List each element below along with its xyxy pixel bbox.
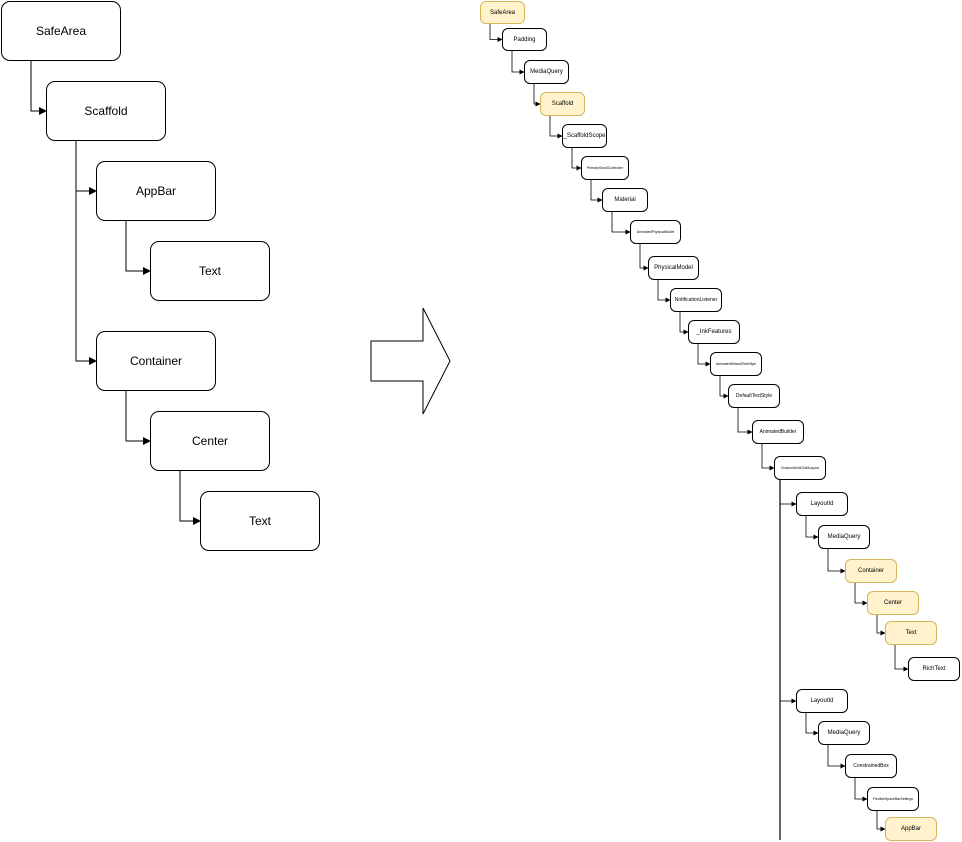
detail-node-inkfeatures: _InkFeatures (688, 320, 740, 344)
detail-node-primaryscrollcontroller: PrimaryScrollController (581, 156, 629, 180)
detail-edge-flexiblespacebarsettings-appbar (876, 811, 886, 832)
detail-node-safearea: SafeArea (480, 1, 525, 24)
detail-edge-mediaquery-body-container (827, 549, 846, 574)
node-scaffold: Scaffold (46, 81, 166, 141)
detail-node-appbar: AppBar (885, 817, 937, 841)
detail-edge-container-center (854, 583, 868, 606)
detail-node-center: Center (867, 591, 919, 615)
detail-edge-mediaquery-scaffold (533, 84, 541, 107)
detail-node-material: Material (602, 188, 648, 212)
detail-edge-padding-mediaquery (511, 51, 525, 75)
detail-edge-mediaquery-appbar-constrainedbox (827, 745, 846, 769)
detail-edge-notificationlistener-inkfeatures (679, 312, 689, 335)
detail-node-custommultichildlayout: CustomMultiChildLayout (774, 456, 826, 480)
detail-edge-layoutid-body-mediaquery-body (805, 516, 819, 540)
detail-edge-layoutid-appbar-mediaquery-appbar (805, 713, 819, 736)
detail-edge-center-text (876, 615, 886, 636)
node-safearea: SafeArea (1, 1, 121, 61)
edge-container-center (125, 391, 151, 445)
detail-node-layoutid-appbar: LayoutId (796, 689, 848, 713)
detail-node-scaffoldscope: _ScaffoldScope (562, 124, 607, 148)
detail-node-physicalmodel: PhysicalModel (648, 256, 699, 280)
detail-node-animatedphysicalmodel: AnimatedPhysicalModel (630, 220, 681, 244)
edge-scaffold-appbar (75, 141, 97, 195)
detail-node-notificationlistener: NotificationListener (670, 288, 722, 312)
detail-node-layoutid-body: LayoutId (796, 492, 848, 516)
detail-edge-constrainedbox-flexiblespacebarsettings (854, 778, 868, 802)
transform-arrow-icon (370, 307, 451, 415)
detail-edge-material-animatedphysicalmodel (611, 212, 631, 235)
node-appbar-text: Text (150, 241, 270, 301)
edge-scaffold-container (75, 141, 97, 365)
edge-safearea-scaffold (30, 61, 47, 115)
detail-node-mediaquery-appbar: MediaQuery (818, 721, 870, 745)
detail-edge-animateddefaulttextstyle-defaulttextstyle (719, 376, 729, 399)
detail-edge-animatedbuilder-custommultichildlayout (761, 444, 775, 471)
detail-edge-defaulttextstyle-animatedbuilder (737, 408, 753, 435)
detail-node-text: Text (885, 621, 937, 645)
detail-node-padding: Padding (502, 28, 547, 51)
detail-node-mediaquery: MediaQuery (524, 60, 569, 84)
detail-edge-scaffoldscope-primaryscrollcontroller (571, 148, 582, 171)
edge-appbar-text (125, 221, 151, 275)
detail-edge-animatedphysicalmodel-physicalmodel (639, 244, 649, 271)
detail-node-constrainedbox: ConstrainedBox (845, 754, 897, 778)
edge-center-text (179, 471, 201, 525)
detail-edge-text-richtext (894, 645, 909, 672)
detail-node-defaulttextstyle: DefaultTextStyle (728, 384, 780, 408)
detail-edge-primaryscrollcontroller-material (590, 180, 603, 203)
detail-edge-physicalmodel-notificationlistener (657, 280, 671, 303)
detail-edge-safearea-padding (489, 24, 503, 42)
detail-node-mediaquery-body: MediaQuery (818, 525, 870, 549)
node-center: Center (150, 411, 270, 471)
detail-node-richtext: RichText (908, 657, 960, 681)
detail-node-animatedbuilder: AnimatedBuilder (752, 420, 804, 444)
detail-node-scaffold: Scaffold (540, 92, 585, 116)
detail-edge-inkfeatures-animateddefaulttextstyle (697, 344, 711, 367)
node-container: Container (96, 331, 216, 391)
detail-node-animateddefaulttextstyle: AnimatedDefaultTextStyle (710, 352, 762, 376)
detail-edge-scaffold-scaffoldscope (549, 116, 563, 139)
node-appbar: AppBar (96, 161, 216, 221)
detail-node-flexiblespacebarsettings: FlexibleSpaceBarSettings (867, 787, 919, 811)
detail-node-container: Container (845, 559, 897, 583)
node-center-text: Text (200, 491, 320, 551)
